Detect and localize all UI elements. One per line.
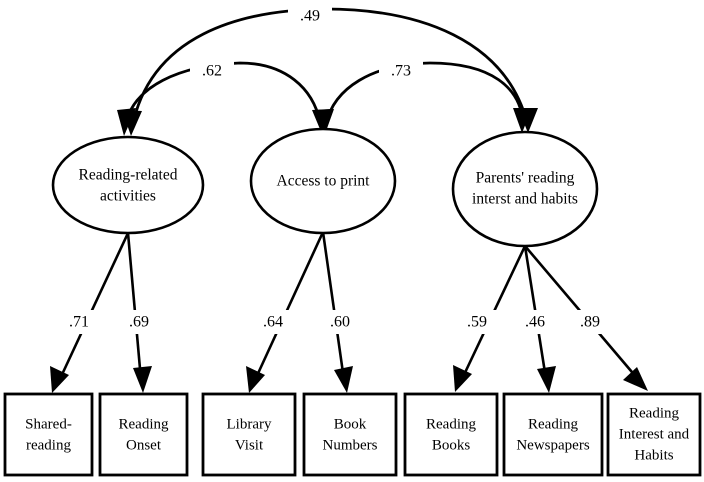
- observed-node-reading-onset[interactable]: Reading Onset: [98, 392, 189, 477]
- correlation-arc-print-habits: [324, 61, 525, 125]
- latent-factor-nodes: Reading-related activities Access to pri…: [51, 127, 599, 248]
- latent-node-reading-related-activities[interactable]: Reading-related activities: [51, 135, 205, 235]
- latent-node-access-to-print[interactable]: Access to print: [249, 127, 397, 235]
- box-library-visit[interactable]: [201, 392, 297, 477]
- correlation-arcs: [117, 7, 538, 136]
- ellipse-access-to-print[interactable]: [249, 127, 397, 235]
- label-backdrop-060: [319, 310, 361, 334]
- loading-labels: .71 .69 .64 .60 .59 .46 .89: [58, 310, 611, 334]
- box-label-reading-books-line1: Reading: [426, 416, 476, 432]
- loading-arrowhead-reading-newspapers: [537, 366, 556, 393]
- loading-value-069: .69: [129, 314, 149, 331]
- correlation-arrowhead-left-inner: [117, 108, 136, 136]
- box-label-reading-interest-line1: Reading: [629, 405, 679, 421]
- box-label-reading-onset-line2: Onset: [126, 437, 162, 453]
- correlation-arrowhead-right-inner: [513, 108, 532, 133]
- box-reading-newspapers[interactable]: [502, 392, 604, 477]
- box-label-shared-reading-line2: reading: [26, 437, 71, 453]
- box-reading-onset[interactable]: [98, 392, 189, 477]
- label-backdrop-069: [118, 310, 160, 334]
- ellipse-parents-reading-interest-and-habits[interactable]: [451, 130, 599, 248]
- box-book-numbers[interactable]: [302, 392, 398, 477]
- observed-node-book-numbers[interactable]: Book Numbers: [302, 392, 398, 477]
- box-label-library-visit-line1: Library: [227, 416, 272, 432]
- box-label-reading-newspapers-line1: Reading: [528, 416, 578, 432]
- observed-variable-nodes: Shared- reading Reading Onset Library Vi…: [3, 392, 702, 477]
- loading-value-064: .64: [263, 314, 283, 331]
- correlation-value-073: .73: [391, 63, 411, 80]
- box-label-reading-interest-line2: Interest and: [619, 426, 690, 442]
- loading-line-book-numbers: [321, 231, 346, 381]
- correlation-value-062: .62: [202, 63, 222, 80]
- box-reading-interest-and-habits[interactable]: [606, 392, 702, 477]
- loading-arrowhead-shared-reading: [50, 366, 69, 393]
- loading-line-reading-onset: [126, 232, 143, 381]
- box-label-library-visit-line2: Visit: [235, 437, 264, 453]
- box-label-book-numbers-line2: Numbers: [323, 437, 378, 453]
- latent-label-activities-line1: Reading-related: [79, 167, 178, 184]
- box-label-shared-reading-line1: Shared-: [25, 416, 72, 432]
- label-backdrop-049: [288, 4, 332, 28]
- label-backdrop-062: [190, 59, 234, 83]
- observed-node-reading-books[interactable]: Reading Books: [403, 392, 499, 477]
- loading-value-089: .89: [580, 314, 600, 331]
- latent-label-activities-line2: activities: [100, 188, 156, 205]
- latent-label-parents-line1: Parents' reading: [476, 170, 575, 187]
- correlation-value-049: .49: [300, 8, 320, 25]
- box-label-reading-newspapers-line2: Newspapers: [516, 437, 589, 453]
- correlation-arrowhead-print-right: [315, 109, 334, 134]
- loading-arrowhead-reading-onset: [133, 366, 152, 393]
- latent-label-parents-line2: interst and habits: [472, 191, 578, 208]
- label-backdrop-046: [514, 310, 556, 334]
- loading-arrowhead-library-visit: [246, 366, 265, 393]
- box-label-reading-interest-line3: Habits: [634, 447, 673, 463]
- latent-node-parents-reading-interest-and-habits[interactable]: Parents' reading interst and habits: [451, 130, 599, 248]
- observed-node-reading-interest-and-habits[interactable]: Reading Interest and Habits: [606, 392, 702, 477]
- box-label-book-numbers-line1: Book: [334, 416, 367, 432]
- loading-value-060: .60: [330, 314, 350, 331]
- observed-node-library-visit[interactable]: Library Visit: [201, 392, 297, 477]
- loading-value-046: .46: [525, 314, 545, 331]
- label-backdrop-059: [456, 310, 498, 334]
- label-backdrop-073: [379, 59, 423, 83]
- box-label-reading-books-line2: Books: [432, 437, 471, 453]
- correlation-arc-activities-print: [123, 61, 322, 127]
- loading-arrowhead-book-numbers: [334, 366, 353, 393]
- loading-value-071: .71: [69, 314, 89, 331]
- loading-line-shared-reading: [57, 232, 130, 382]
- box-shared-reading[interactable]: [3, 392, 94, 477]
- loading-arrowhead-reading-books: [453, 365, 472, 392]
- observed-node-reading-newspapers[interactable]: Reading Newspapers: [502, 392, 604, 477]
- observed-node-shared-reading[interactable]: Shared- reading: [3, 392, 94, 477]
- label-backdrop-064: [252, 310, 294, 334]
- latent-label-print-line1: Access to print: [277, 173, 371, 190]
- correlation-labels: .49 .62 .73: [190, 4, 423, 83]
- loading-arrowhead-reading-interest: [623, 367, 648, 391]
- loading-value-059: .59: [467, 314, 487, 331]
- box-reading-books[interactable]: [403, 392, 499, 477]
- ellipse-reading-related-activities[interactable]: [51, 135, 205, 235]
- label-backdrop-071: [58, 310, 100, 334]
- loading-line-library-visit: [253, 231, 325, 381]
- box-label-reading-onset-line1: Reading: [119, 416, 169, 432]
- label-backdrop-089: [569, 310, 611, 334]
